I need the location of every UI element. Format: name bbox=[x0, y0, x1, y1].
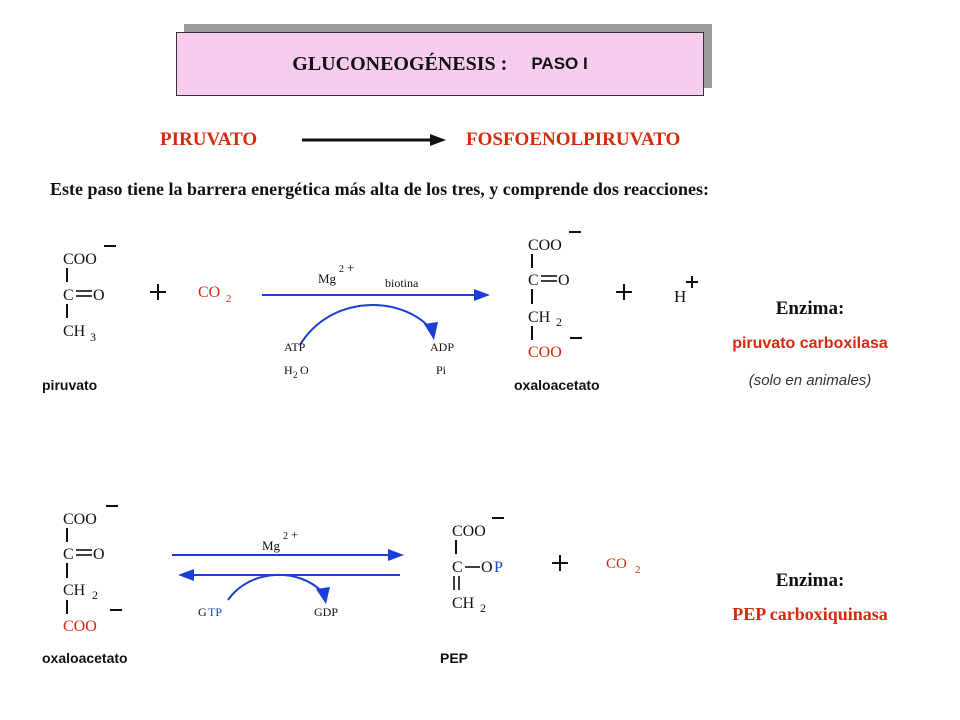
svg-text:CO: CO bbox=[606, 556, 627, 572]
enzyme-2-name: PEP carboxiquinasa bbox=[732, 604, 888, 624]
svg-text:+: + bbox=[347, 260, 354, 275]
svg-text:CO: CO bbox=[198, 284, 220, 301]
page-title: GLUCONEOGÉNESIS : bbox=[292, 52, 508, 75]
svg-text:TP: TP bbox=[208, 605, 222, 619]
svg-text:2: 2 bbox=[635, 564, 641, 576]
svg-text:2: 2 bbox=[339, 264, 344, 275]
svg-text:COO: COO bbox=[63, 618, 97, 635]
enzyme-2-heading: Enzima: bbox=[775, 570, 845, 591]
svg-text:C: C bbox=[528, 272, 539, 289]
svg-text:COO: COO bbox=[528, 237, 562, 254]
svg-text:Pi: Pi bbox=[436, 363, 447, 377]
svg-text:CH: CH bbox=[528, 309, 551, 326]
svg-text:2: 2 bbox=[480, 601, 486, 615]
svg-text:G: G bbox=[198, 605, 207, 619]
plus-sign-3 bbox=[552, 555, 568, 571]
enzyme-1-name: piruvato carboxilasa bbox=[732, 335, 888, 352]
enzyme-1-heading: Enzima: bbox=[775, 298, 845, 319]
oxaloacetate-structure-2: COO C O CH 2 COO bbox=[63, 505, 122, 635]
svg-text:COO: COO bbox=[63, 511, 97, 528]
svg-text:biotina: biotina bbox=[385, 276, 419, 290]
svg-text:O: O bbox=[300, 363, 309, 377]
co2-reagent: CO 2 bbox=[198, 284, 232, 305]
pep-label: PEP bbox=[440, 650, 469, 666]
svg-text:O: O bbox=[558, 272, 570, 289]
header-from: PIRUVATO bbox=[160, 129, 258, 150]
oxaloacetate-label-1: oxaloacetato bbox=[514, 377, 600, 393]
svg-text:H: H bbox=[674, 287, 686, 306]
curved-arrow-2 bbox=[227, 574, 323, 601]
svg-text:C: C bbox=[63, 287, 74, 304]
plus-sign-2 bbox=[616, 284, 632, 300]
svg-text:O: O bbox=[93, 546, 105, 563]
header-to: FOSFOENOLPIRUVATO bbox=[466, 129, 681, 150]
enzyme-1-note: (solo en animales) bbox=[748, 372, 872, 389]
svg-text:ATP: ATP bbox=[284, 340, 306, 354]
title-box: GLUCONEOGÉNESIS : PASO I bbox=[176, 32, 704, 96]
svg-text:ADP: ADP bbox=[430, 340, 454, 354]
intro-text: Este paso tiene la barrera energética má… bbox=[50, 179, 710, 199]
svg-text:CH: CH bbox=[63, 582, 86, 599]
forward-arrow-1 bbox=[262, 289, 490, 301]
svg-text:GDP: GDP bbox=[314, 605, 338, 619]
reversible-arrows bbox=[172, 549, 404, 581]
reaction-2-diagram: COO C O CH 2 COO Mg 2 + G TP GDP COO C bbox=[63, 505, 641, 635]
svg-text:COO: COO bbox=[528, 344, 562, 361]
svg-text:3: 3 bbox=[90, 330, 96, 344]
proton-product: H bbox=[674, 276, 698, 306]
svg-text:O: O bbox=[93, 287, 105, 304]
svg-text:C: C bbox=[452, 559, 463, 576]
svg-text:Mg: Mg bbox=[262, 538, 281, 553]
svg-text:CH: CH bbox=[63, 323, 86, 340]
svg-text:O: O bbox=[481, 559, 493, 576]
oxaloacetate-structure-1: COO C O CH 2 COO bbox=[528, 231, 582, 361]
svg-text:2: 2 bbox=[92, 588, 98, 602]
co2-product: CO 2 bbox=[606, 556, 641, 576]
pyruvate-label: piruvato bbox=[42, 377, 98, 393]
oxaloacetate-label-2: oxaloacetato bbox=[42, 650, 128, 666]
svg-text:+: + bbox=[291, 527, 298, 542]
svg-text:2: 2 bbox=[283, 531, 288, 542]
svg-text:2: 2 bbox=[293, 370, 298, 380]
svg-text:2: 2 bbox=[226, 293, 232, 305]
svg-text:CH: CH bbox=[452, 595, 475, 612]
header-arrow bbox=[302, 134, 446, 146]
svg-text:Mg: Mg bbox=[318, 271, 337, 286]
step-label: PASO I bbox=[531, 54, 588, 73]
svg-text:P: P bbox=[494, 559, 503, 576]
reaction-1-diagram: COO C O CH 3 CO 2 Mg 2 + biotina ATP H 2… bbox=[63, 231, 698, 380]
svg-text:C: C bbox=[63, 546, 74, 563]
svg-text:H: H bbox=[284, 363, 293, 377]
pep-structure: COO C O P CH 2 bbox=[452, 517, 504, 615]
curved-arrow-1 bbox=[299, 304, 431, 346]
svg-text:COO: COO bbox=[63, 251, 97, 268]
svg-text:COO: COO bbox=[452, 523, 486, 540]
plus-sign-1 bbox=[150, 284, 166, 300]
pyruvate-structure: COO C O CH 3 bbox=[63, 245, 116, 344]
svg-text:2: 2 bbox=[556, 315, 562, 329]
